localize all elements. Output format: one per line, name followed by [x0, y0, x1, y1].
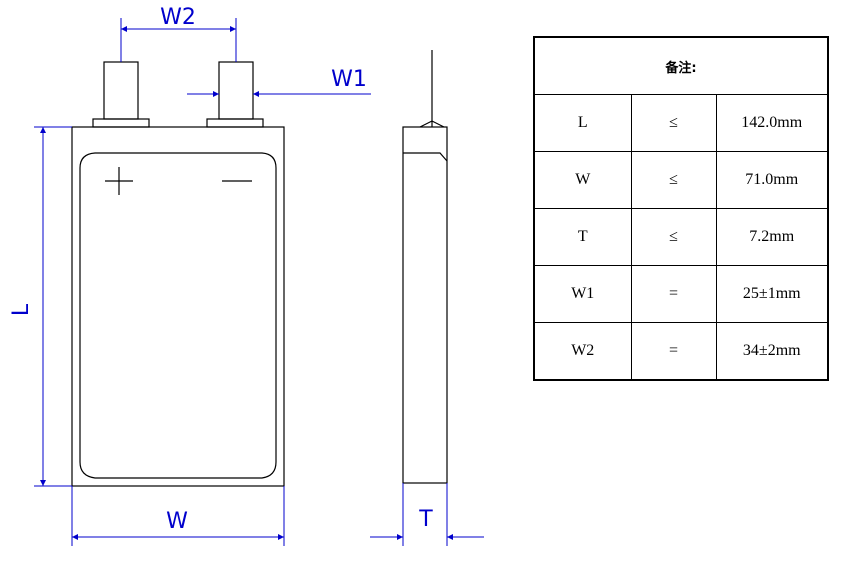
operator-cell: ≤: [630, 208, 717, 266]
front-view: [71, 61, 285, 487]
value-cell: 34±2mm: [715, 322, 829, 381]
w-label: W: [166, 509, 188, 534]
table-row: T ≤ 7.2mm: [533, 208, 829, 266]
negative-tab: [218, 61, 254, 120]
cell-inner-pocket: [79, 152, 277, 479]
param-cell: W1: [533, 265, 632, 323]
value-cell: 71.0mm: [715, 151, 829, 209]
value-cell: 25±1mm: [715, 265, 829, 323]
side-top-fold: [403, 152, 448, 162]
value-cell: 7.2mm: [715, 208, 829, 266]
negative-tab-base: [206, 118, 264, 128]
operator-cell: ≤: [630, 94, 717, 152]
side-view: [402, 50, 448, 484]
positive-tab: [103, 61, 139, 120]
table-row: W1 = 25±1mm: [533, 265, 829, 323]
param-cell: T: [533, 208, 632, 266]
param-cell: W2: [533, 322, 632, 381]
param-cell: L: [533, 94, 632, 152]
w2-label: W2: [160, 5, 196, 30]
value-cell: 142.0mm: [715, 94, 829, 152]
table-header-row: 备注:: [533, 36, 829, 95]
operator-cell: =: [630, 265, 717, 323]
param-cell: W: [533, 151, 632, 209]
w1-label: W1: [331, 67, 367, 92]
side-body-outline: [402, 126, 448, 484]
cell-body-outline: [71, 126, 285, 487]
operator-cell: =: [630, 322, 717, 381]
table-header: 备注:: [533, 36, 829, 95]
l-label: L: [9, 303, 34, 316]
table-row: L ≤ 142.0mm: [533, 94, 829, 152]
positive-tab-base: [92, 118, 150, 128]
table-row: W2 = 34±2mm: [533, 322, 829, 381]
table-row: W ≤ 71.0mm: [533, 151, 829, 209]
operator-cell: ≤: [630, 151, 717, 209]
dimensions: [34, 18, 484, 546]
spec-table: 备注: L ≤ 142.0mm W ≤ 71.0mm T ≤ 7.2mm W1 …: [533, 36, 829, 381]
t-label: T: [418, 507, 433, 532]
side-terminal-seal: [419, 120, 445, 128]
